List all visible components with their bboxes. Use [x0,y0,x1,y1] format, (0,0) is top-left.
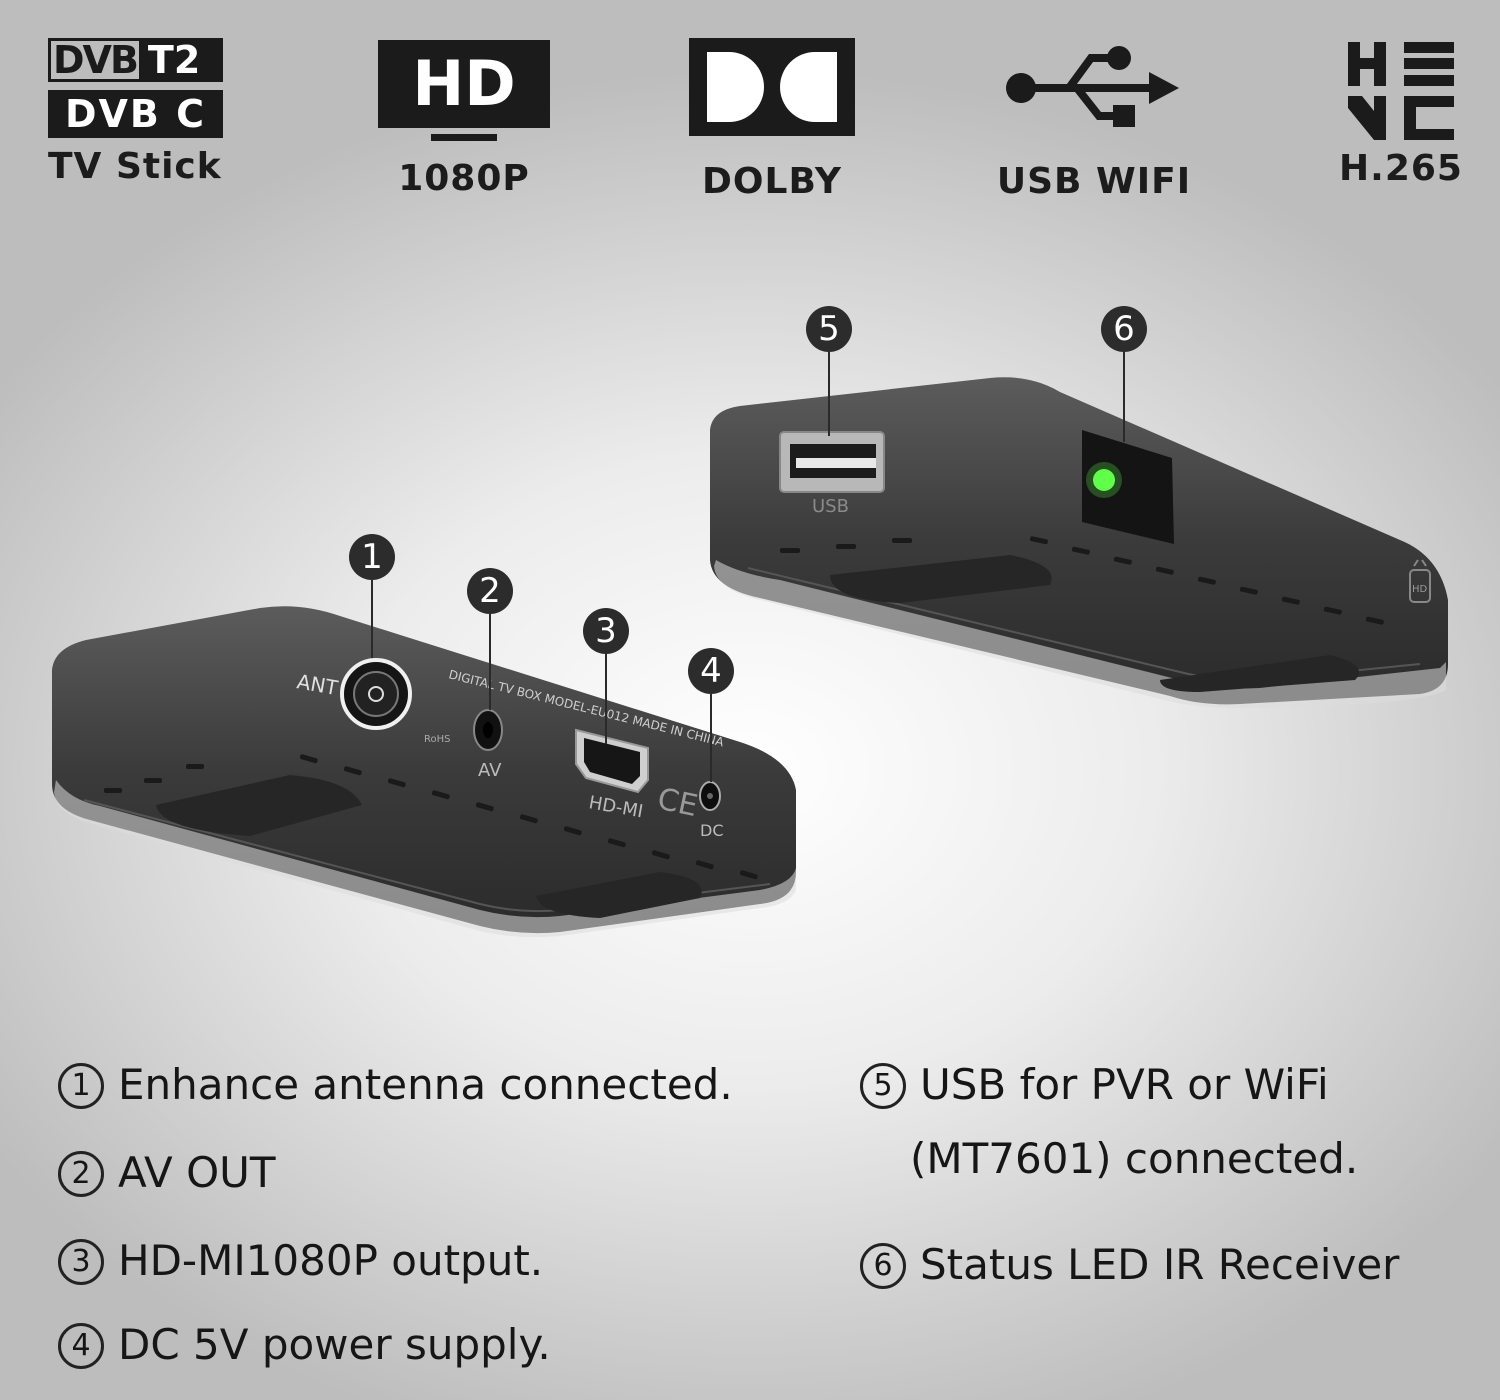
leader-line-1 [371,580,373,658]
description-5: 5 USB for PVR or WiFi [860,1060,1329,1109]
hdmi-port [575,728,649,794]
device-front: ANT DIGITAL TV BOX MODEL-EU012 MADE IN C… [52,606,796,938]
description-2-text: AV OUT [118,1148,276,1197]
description-5-number: 5 [860,1063,906,1109]
dvb-t2-logo: DVB T2 [48,38,223,82]
feature-hd: HD 1080P [376,38,552,199]
description-5-text: USB for PVR or WiFi [920,1060,1329,1109]
callout-4: 4 [688,648,734,694]
description-3-text: HD-MI1080P output. [118,1236,544,1285]
device-illustrations: USB HD ANT [52,377,1448,938]
usb-port [779,431,885,493]
feature-usb: USB WIFI [996,38,1192,202]
leader-line-3 [605,654,607,744]
description-4: 4 DC 5V power supply. [58,1320,551,1369]
device-rear: USB HD [710,377,1448,708]
dvb-c-label: DVB C [48,90,223,138]
dolby-label: DOLBY [702,161,842,202]
leader-line-4 [710,694,712,782]
leader-line-5 [828,352,830,436]
description-2: 2 AV OUT [58,1148,276,1197]
h265-label: H.265 [1339,148,1463,189]
rohs-mark: RoHS [424,734,450,745]
callout-3: 3 [583,608,629,654]
leader-line-2 [489,614,491,710]
description-3: 3 HD-MI1080P output. [58,1236,543,1285]
description-1-number: 1 [58,1063,104,1109]
feature-dvb: DVB T2 DVB C TV Stick [48,38,223,187]
description-2-number: 2 [58,1151,104,1197]
description-5-continued: (MT7601) connected. [910,1134,1359,1183]
dolby-icon [689,38,855,136]
usb-icon [1006,46,1179,127]
usb-port-label: USB [812,496,849,517]
description-1: 1 Enhance antenna connected. [58,1060,733,1109]
ce-mark: CE [654,782,700,825]
description-3-number: 3 [58,1239,104,1285]
av-label: AV [478,760,502,781]
status-led [1093,469,1115,491]
front-vents [104,754,758,880]
rear-vents [780,536,1384,625]
description-4-text: DC 5V power supply. [118,1320,551,1369]
dc-label: DC [700,821,724,840]
av-port [473,709,503,751]
status-led-window [1082,430,1174,544]
tv-logo-text: HD [1412,584,1428,595]
tv-stick-label: TV Stick [48,146,222,187]
tv-logo-icon: HD [1409,559,1431,603]
description-4-number: 4 [58,1323,104,1369]
usb-wifi-label: USB WIFI [996,161,1192,202]
callout-2: 2 [467,568,513,614]
feature-dolby: DOLBY [688,38,856,202]
callout-5: 5 [806,306,852,352]
feature-hevc: H.265 [1336,38,1466,189]
description-1-text: Enhance antenna connected. [118,1060,733,1109]
description-6: 6 Status LED IR Receiver [860,1240,1399,1289]
resolution-label: 1080P [398,158,530,199]
t2-logo-text: T2 [141,38,223,82]
dvb-logo-text: DVB [48,38,142,82]
hd-monitor-icon: HD [376,38,552,141]
hd-badge: HD [378,40,550,128]
callout-1: 1 [349,534,395,580]
monitor-stand [431,134,497,141]
callout-6: 6 [1101,306,1147,352]
description-6-text: Status LED IR Receiver [920,1240,1400,1289]
antenna-port [340,658,412,730]
description-6-number: 6 [860,1243,906,1289]
leader-line-6 [1123,352,1125,442]
dc-port [699,781,721,811]
hevc-icon [1348,42,1454,140]
